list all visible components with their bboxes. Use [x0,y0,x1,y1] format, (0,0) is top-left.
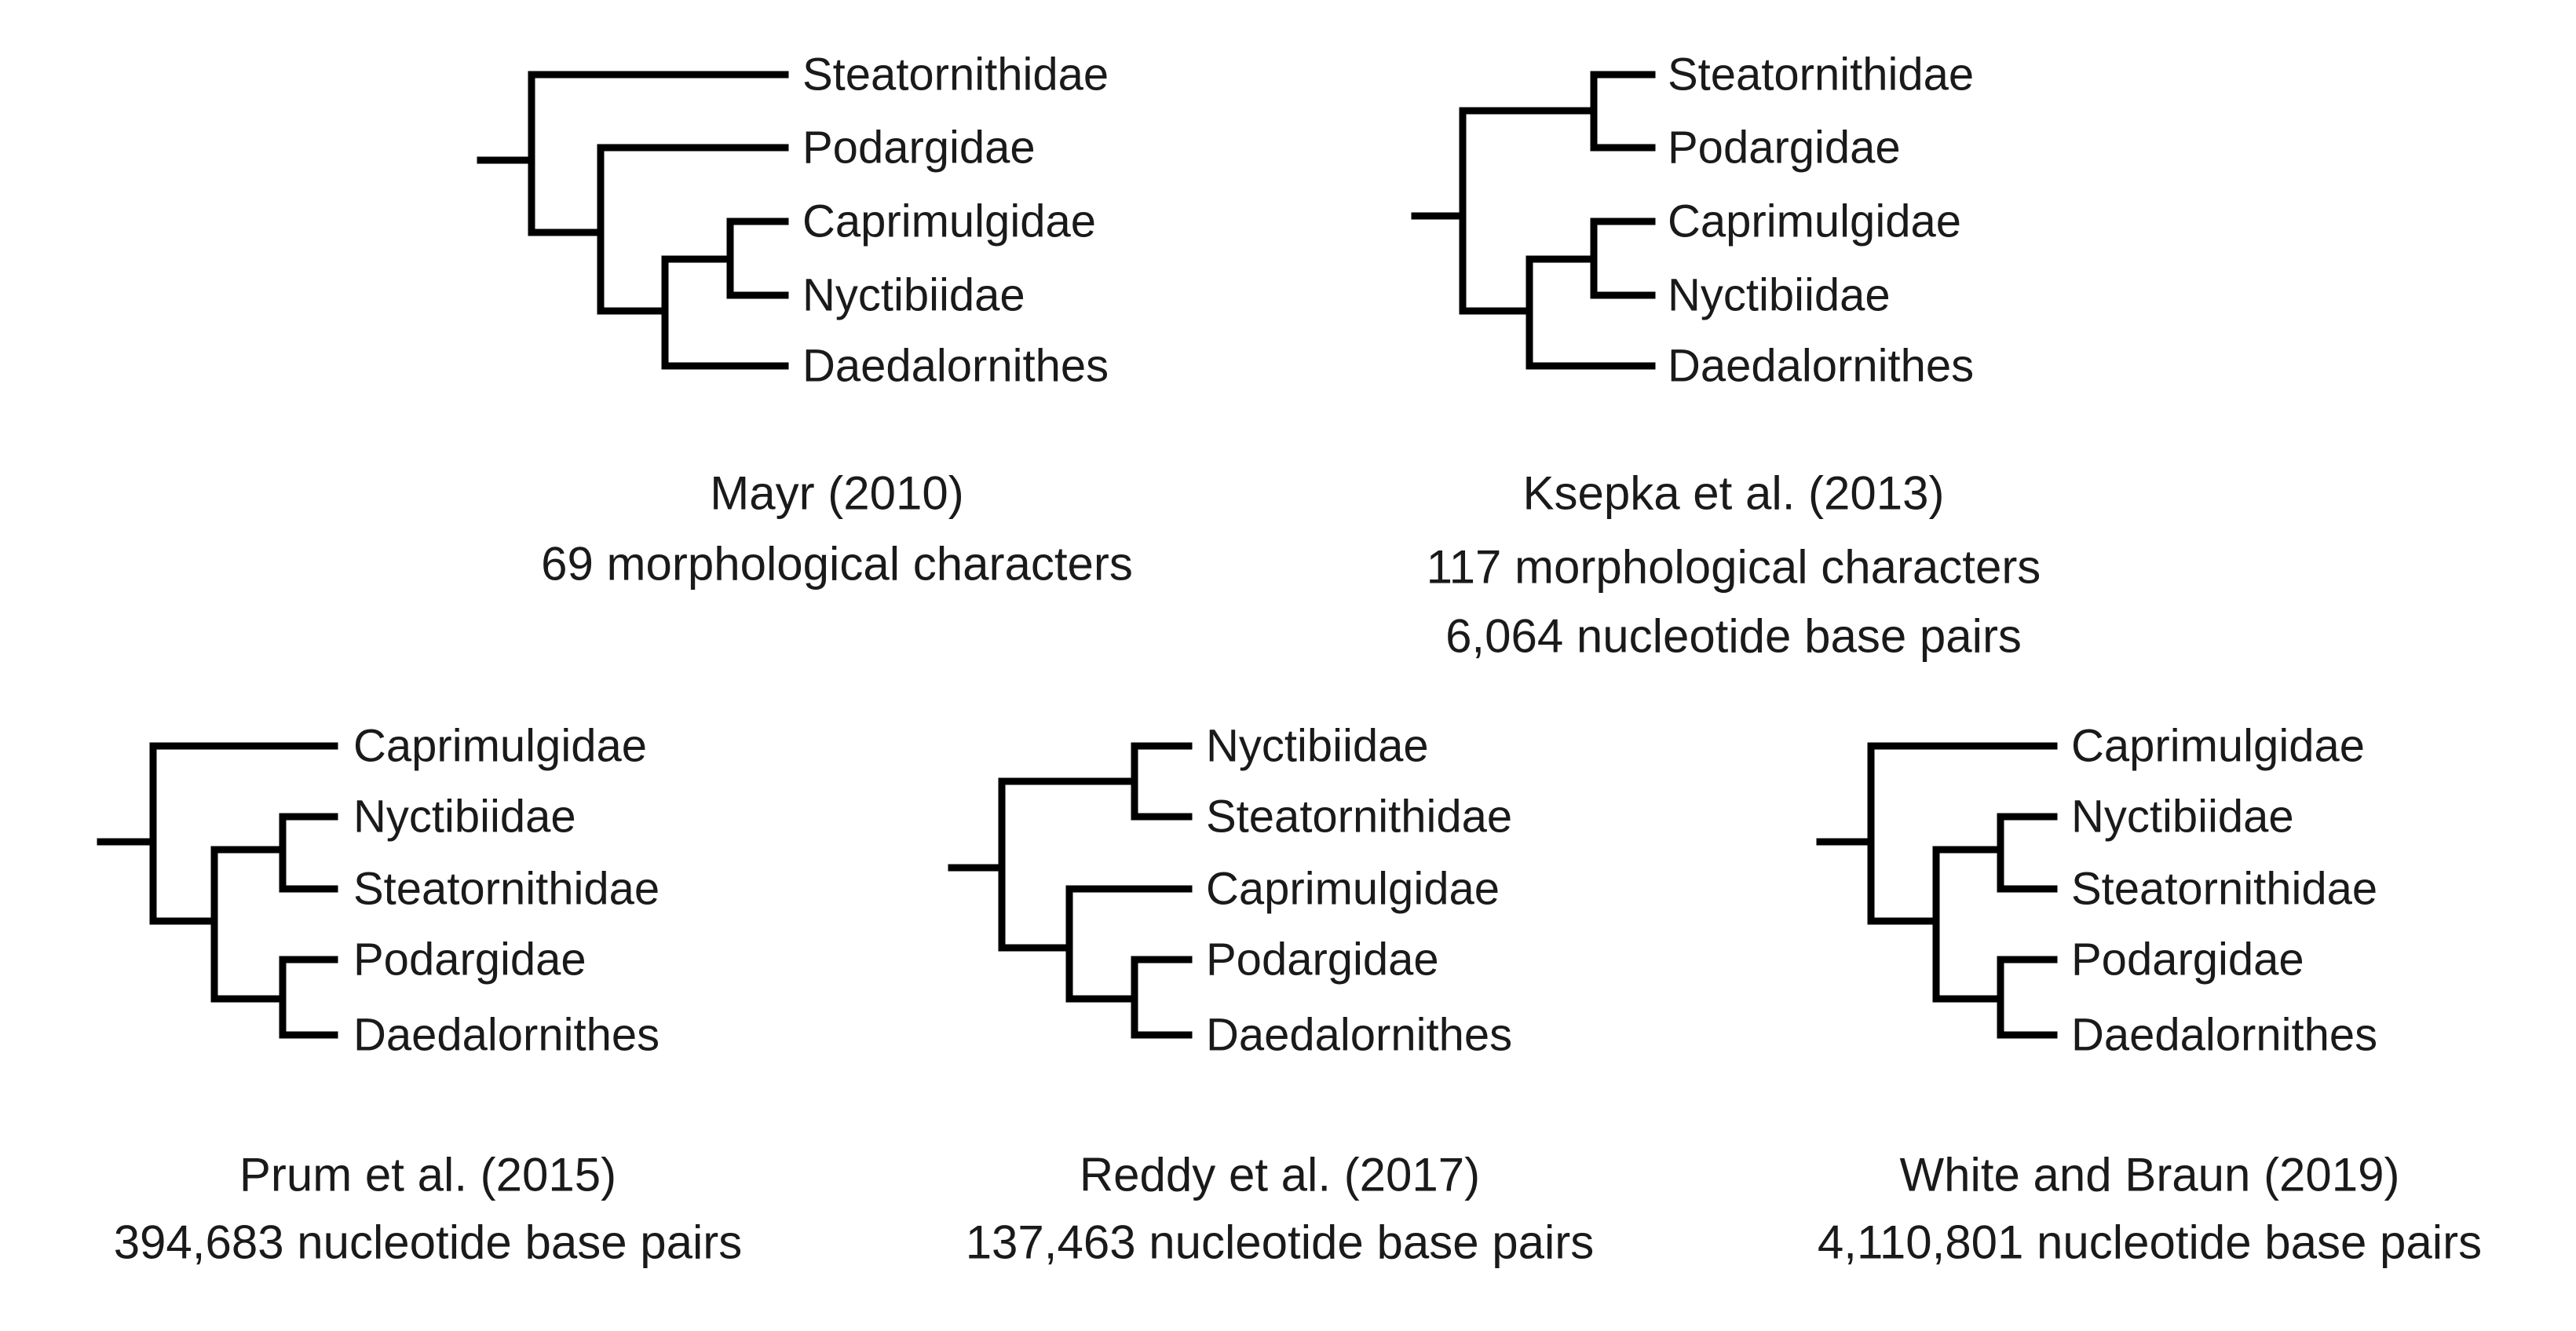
taxon-label: Podargidae [2071,934,2304,985]
tree-citation: Reddy et al. (2017) [1080,1149,1480,1201]
tree-branches [477,71,789,370]
taxon-label: Caprimulgidae [353,721,647,772]
tree-citation: Mayr (2010) [710,467,963,520]
tree-citation: Ksepka et al. (2013) [1523,467,1945,520]
tree-data-description: 137,463 nucleotide base pairs [966,1216,1595,1269]
taxon-label: Caprimulgidae [2071,721,2365,772]
taxon-label: Steatornithidae [2071,864,2377,915]
tree-reddy-2017: Nyctibiidae Steatornithidae Caprimulgida… [948,721,1595,1269]
tree-white-braun-2019: Caprimulgidae Nyctibiidae Steatornithida… [1816,721,2482,1269]
tree-ksepka-2013: Steatornithidae Podargidae Caprimulgidae… [1411,49,2041,663]
taxon-label: Nyctibiidae [2071,792,2294,843]
taxon-label: Nyctibiidae [1668,270,1891,321]
tree-data-description: 4,110,801 nucleotide base pairs [1818,1216,2482,1269]
taxon-label: Daedalornithes [353,1010,660,1061]
taxon-label: Caprimulgidae [802,196,1096,247]
taxon-label: Caprimulgidae [1206,864,1500,915]
taxon-label: Steatornithidae [353,864,660,915]
tree-data-description: 394,683 nucleotide base pairs [114,1216,743,1269]
tree-citation: Prum et al. (2015) [239,1149,616,1201]
taxon-label: Daedalornithes [1668,341,1974,392]
tree-citation: White and Braun (2019) [1899,1149,2399,1201]
taxon-label: Daedalornithes [802,341,1109,392]
taxon-label: Daedalornithes [1206,1010,1512,1061]
taxon-label: Podargidae [1206,934,1439,985]
taxon-label: Nyctibiidae [802,270,1025,321]
taxon-label: Podargidae [353,934,586,985]
tree-branches [948,742,1193,1039]
tree-data-description: 117 morphological characters [1427,541,2041,594]
tree-prum-2015: Caprimulgidae Nyctibiidae Steatornithida… [97,721,743,1269]
tree-data-description: 69 morphological characters [541,538,1133,591]
tree-branches [97,742,338,1039]
tree-branches [1411,71,1656,370]
tree-mayr-2010: Steatornithidae Podargidae Caprimulgidae… [477,49,1133,591]
taxon-label: Nyctibiidae [353,792,576,843]
taxon-label: Daedalornithes [2071,1010,2377,1061]
tree-branches [1816,742,2058,1039]
taxon-label: Steatornithidae [1206,792,1512,843]
taxon-label: Caprimulgidae [1668,196,1961,247]
taxon-label: Steatornithidae [802,49,1109,101]
taxon-label: Nyctibiidae [1206,721,1429,772]
taxon-label: Steatornithidae [1668,49,1974,101]
taxon-label: Podargidae [1668,122,1901,174]
taxon-label: Podargidae [802,122,1036,174]
tree-data-description: 6,064 nucleotide base pairs [1445,610,2022,663]
